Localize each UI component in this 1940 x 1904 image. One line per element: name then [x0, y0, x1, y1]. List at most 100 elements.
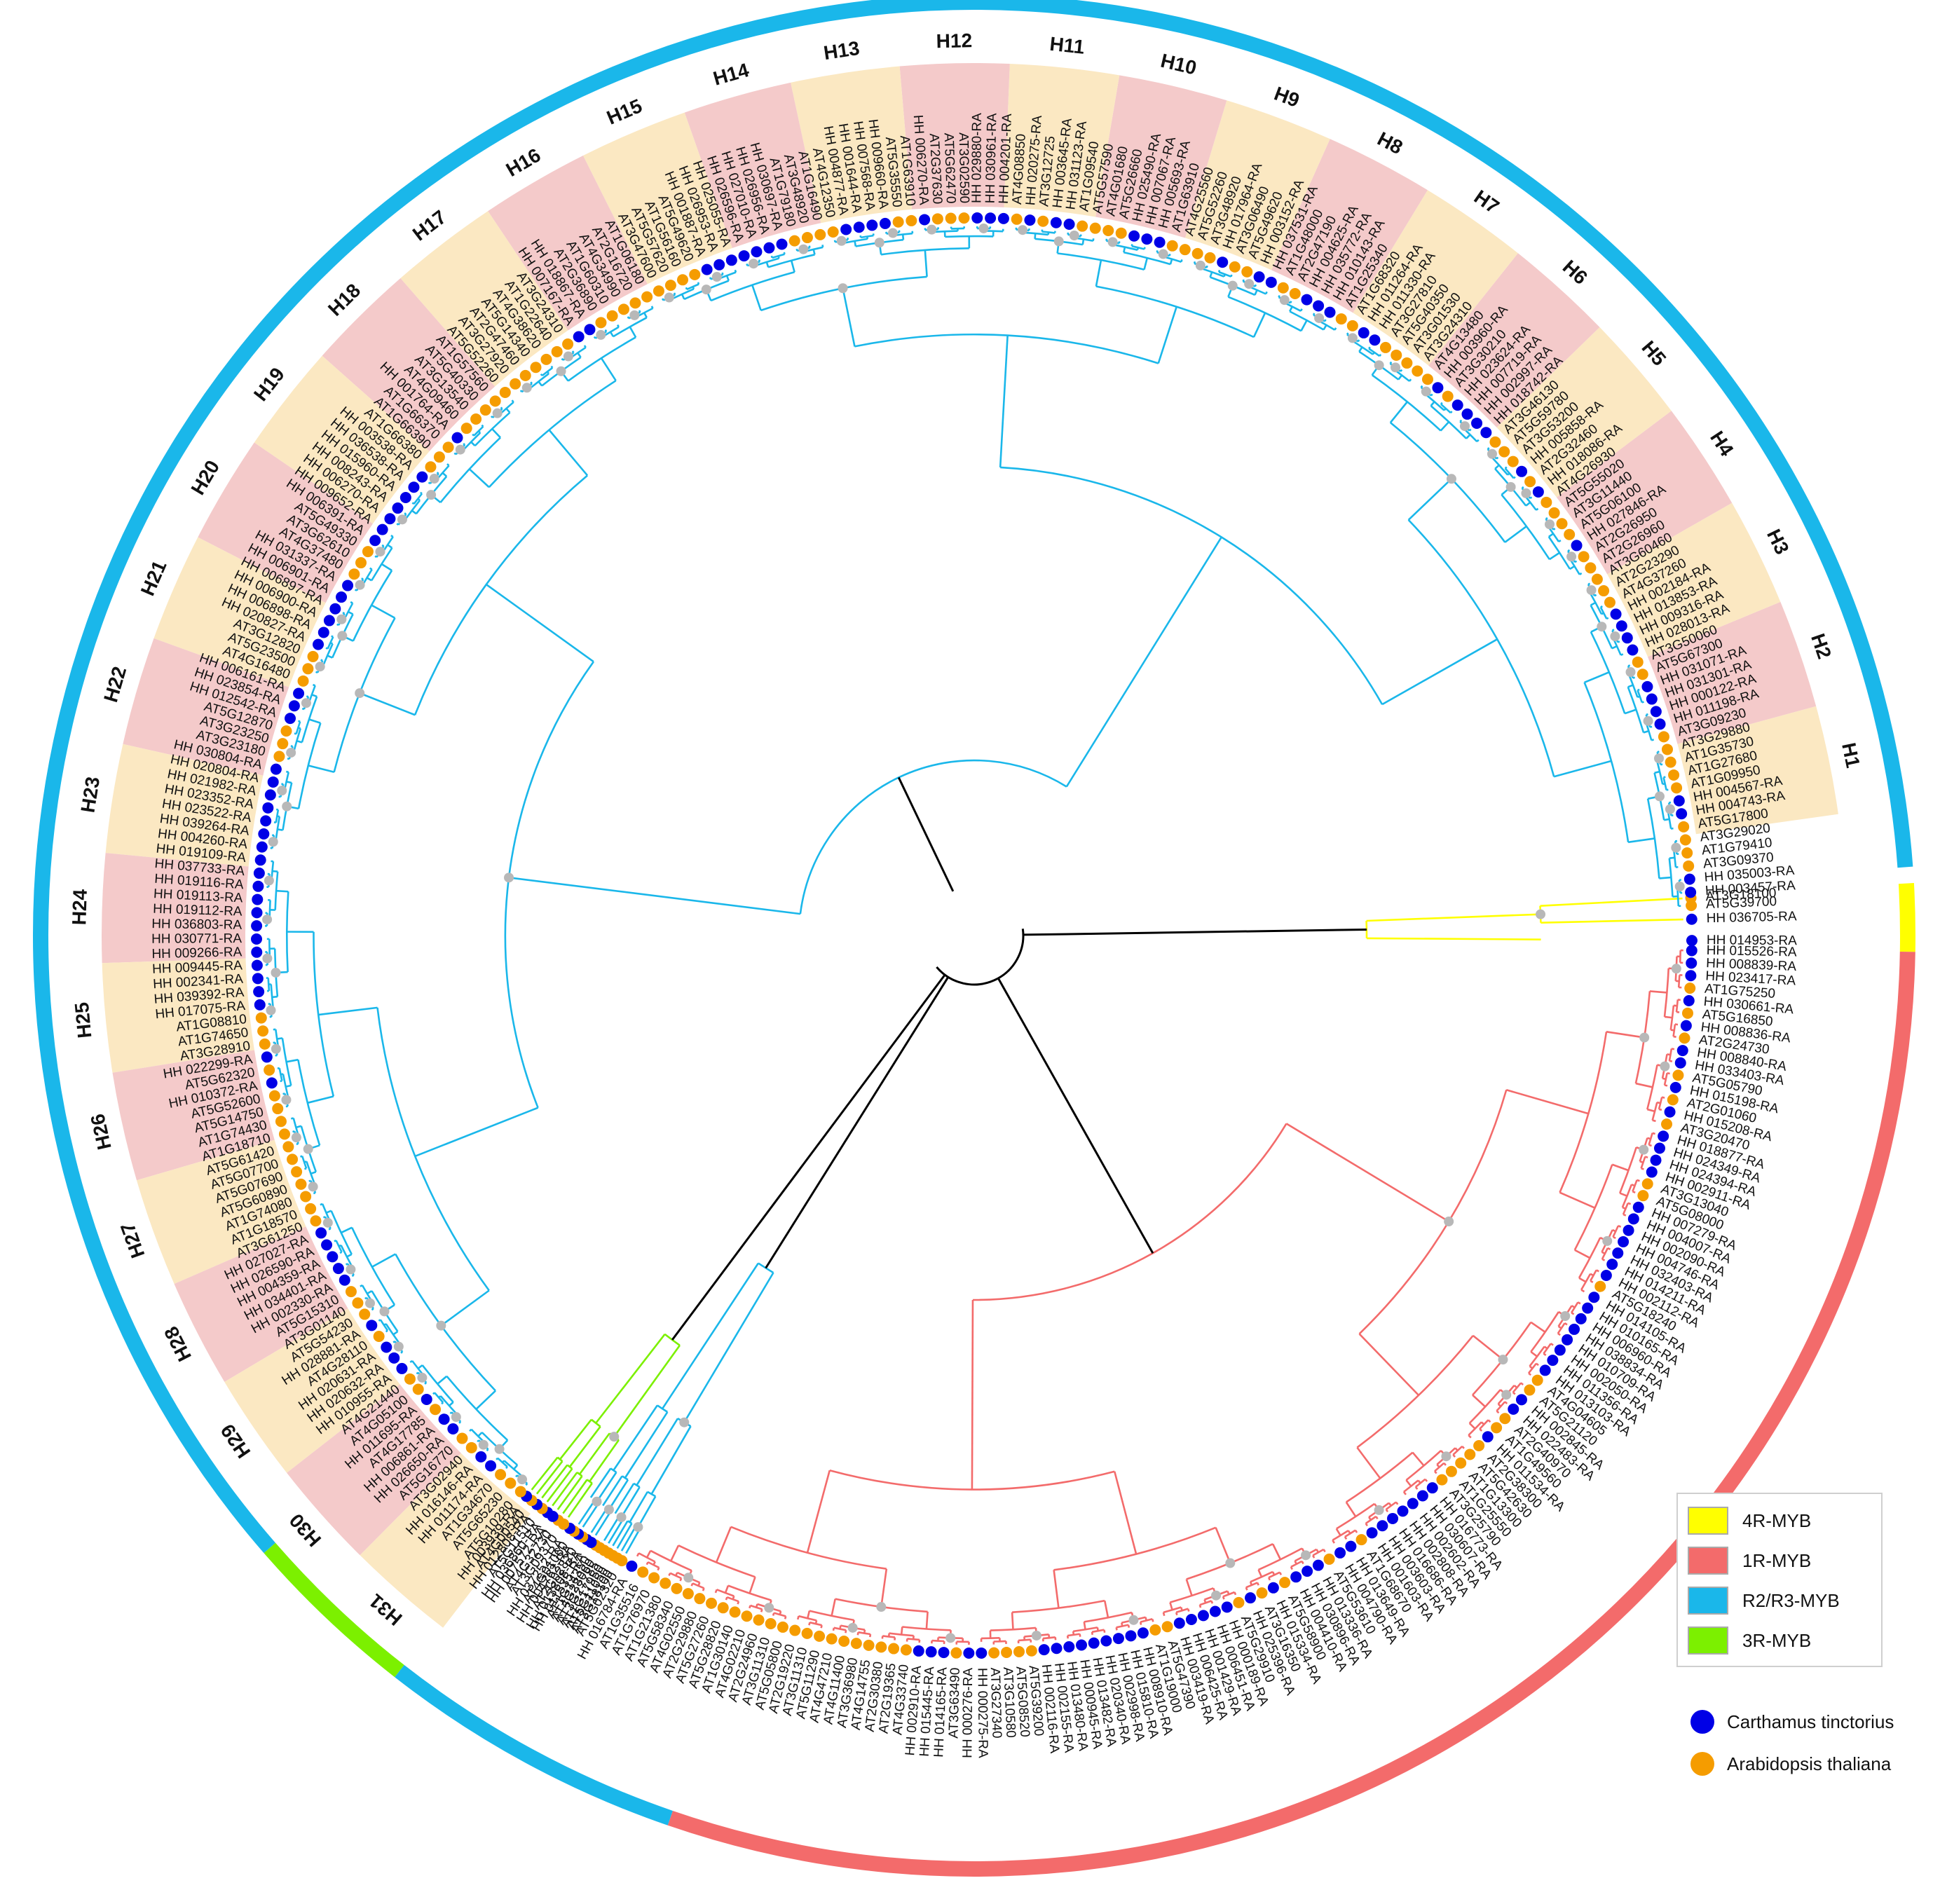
bootstrap-dot: [836, 235, 847, 246]
clade-band-30: [287, 1384, 461, 1556]
species-dot: [1345, 1540, 1357, 1552]
species-dot: [1637, 1190, 1649, 1202]
branch-arc: [1601, 1247, 1609, 1260]
bootstrap-dot: [1211, 1590, 1222, 1601]
species-dot: [305, 1203, 317, 1214]
ring-r2r3-upper: [33, 0, 1913, 1554]
species-dot: [293, 687, 305, 699]
branch: [1400, 369, 1403, 372]
branch-arc: [638, 1552, 656, 1563]
species-dot: [1598, 585, 1610, 597]
bootstrap-dot: [1674, 881, 1685, 891]
branch: [310, 1170, 317, 1175]
branch-arc: [1496, 1401, 1506, 1412]
clade-band-10: [1095, 75, 1227, 238]
branch: [1452, 1454, 1456, 1458]
branch-arc: [1042, 1636, 1056, 1640]
species-dot: [280, 725, 292, 737]
species-dot: [310, 1215, 322, 1227]
branch: [1323, 1549, 1326, 1553]
branch-arc: [1084, 1611, 1133, 1623]
bootstrap-dot: [1498, 1355, 1508, 1365]
branch: [1223, 273, 1226, 278]
species-dot: [1515, 1394, 1527, 1406]
branch-arc: [902, 1626, 951, 1631]
branch-arc: [274, 871, 279, 910]
species-dot: [369, 535, 381, 547]
branch: [1011, 1612, 1014, 1630]
bootstrap-dot: [262, 915, 273, 925]
branch: [1114, 1471, 1138, 1554]
species-dot: [264, 1064, 275, 1076]
species-dot: [262, 802, 274, 814]
species-dot: [1149, 1624, 1161, 1636]
branch: [1504, 526, 1527, 543]
clade-band-19: [254, 355, 430, 524]
bootstrap-markers: [262, 223, 1685, 1643]
branch: [369, 567, 373, 570]
species-dot: [1179, 244, 1191, 256]
species-dot: [275, 1116, 287, 1128]
branch-arc: [1123, 251, 1171, 266]
branch: [790, 260, 795, 273]
branch: [1505, 1089, 1589, 1115]
species-dot: [381, 1341, 392, 1353]
species-dot: [1671, 782, 1683, 794]
species-dot: [1464, 1448, 1476, 1460]
bootstrap-dot: [664, 292, 674, 303]
branch: [1375, 1516, 1379, 1520]
bootstrap-dot: [303, 1144, 313, 1154]
branch: [749, 1576, 756, 1594]
branch: [1301, 1561, 1304, 1565]
branch-arc: [1658, 1097, 1663, 1110]
clade-label: H30: [285, 1509, 325, 1551]
branch: [1079, 1634, 1081, 1637]
branch: [1420, 385, 1423, 388]
branch: [1412, 1451, 1425, 1467]
clade-label: H2: [1807, 631, 1836, 662]
species-dot: [945, 212, 957, 224]
bootstrap-dot: [1374, 360, 1384, 371]
branch: [1521, 486, 1524, 489]
legend-item-3r: 3R-MYB: [1688, 1624, 1811, 1657]
branch-arc: [1662, 777, 1667, 790]
species-dot: [433, 451, 445, 463]
species-dot: [1507, 456, 1519, 467]
branch-arc: [1053, 1526, 1217, 1571]
species-dot: [1548, 507, 1560, 519]
bootstrap-dot: [1107, 237, 1118, 247]
species-dot: [1676, 1045, 1688, 1057]
branch: [1271, 1571, 1276, 1576]
species-dot: [1346, 320, 1358, 331]
branch: [1548, 533, 1554, 538]
species-dot: [1554, 1344, 1566, 1356]
branch: [1641, 1167, 1644, 1170]
branch-arc: [586, 1479, 593, 1484]
species-dot: [277, 738, 289, 750]
branch: [1549, 552, 1560, 561]
species-dot: [1161, 1621, 1173, 1633]
branch: [387, 544, 393, 549]
species-dot: [264, 789, 276, 801]
root-branch: [671, 974, 946, 1341]
clade-label: H11: [1048, 33, 1086, 58]
leaf-label: AT5G62470: [941, 132, 958, 204]
branch: [1468, 428, 1472, 432]
species-dot: [342, 580, 354, 591]
species-dot: [976, 1647, 988, 1659]
species-dot: [1482, 1431, 1494, 1443]
branch: [1468, 1423, 1476, 1430]
branch: [311, 694, 317, 698]
branch: [737, 1601, 740, 1605]
species-dot: [1369, 334, 1381, 346]
branch-arc: [657, 1404, 669, 1413]
species-dot: [1265, 276, 1277, 288]
species-dot: [1524, 476, 1536, 488]
species-dot: [1582, 1302, 1594, 1314]
species-dot: [1610, 608, 1622, 620]
species-dot: [641, 291, 653, 303]
species-dot: [475, 1451, 487, 1463]
ring-3r: [264, 1542, 404, 1678]
species-dot: [345, 1286, 357, 1298]
species-dot: [906, 214, 917, 226]
